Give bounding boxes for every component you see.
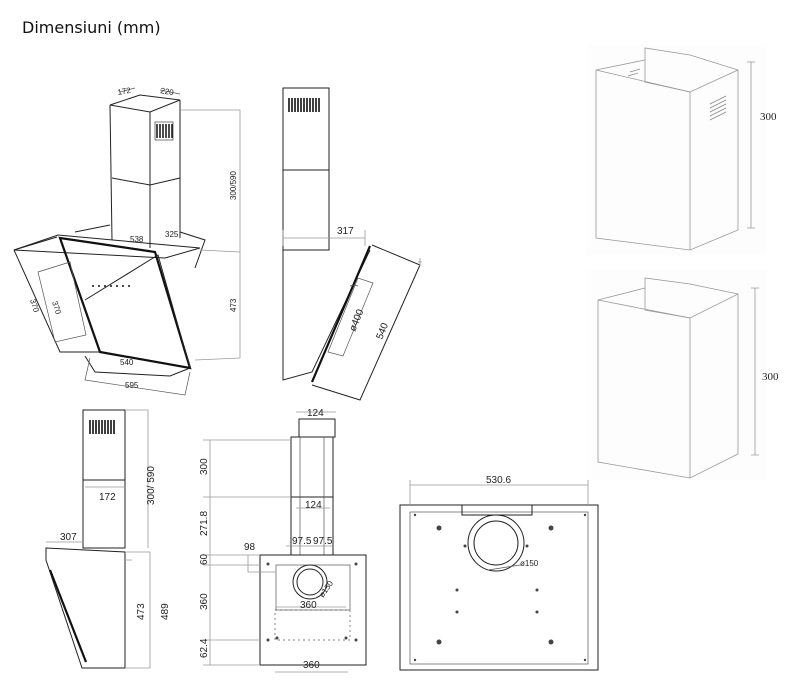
dim-370-b: 370 — [50, 300, 63, 316]
dim-150: ø150 — [520, 559, 539, 568]
dim-473: 473 — [136, 603, 147, 620]
dim-124-top: 124 — [307, 408, 324, 419]
dim-360-vertical: 360 — [199, 593, 210, 610]
dim-400: ø400 — [348, 307, 367, 333]
dim-300: 300 — [760, 111, 777, 123]
dim-62-4: 62.4 — [199, 638, 210, 658]
page-title: Dimensiuni (mm) — [22, 18, 161, 37]
dim-97-5-a: 97.5 — [292, 536, 312, 547]
dim-360-b: 360 — [303, 660, 320, 671]
dim-595: 595 — [125, 381, 139, 390]
dim-317: 317 — [337, 226, 354, 237]
chimney-upper: 300 — [587, 45, 777, 255]
dim-98: 98 — [244, 542, 256, 553]
view-side-detail: 172 300/ 590 307 473 489 — [45, 409, 171, 669]
dim-300: 300 — [199, 458, 210, 475]
dim-220: 220 — [160, 86, 175, 97]
dim-325: 325 — [165, 230, 179, 239]
dim-489: 489 — [160, 603, 171, 620]
view-top: 530.6 ø150 — [399, 475, 599, 671]
dim-540: 540 — [375, 321, 392, 341]
dim-300: 300 — [762, 371, 779, 383]
view-side: 317 ø400 540 — [282, 87, 422, 401]
dim-97-5-b: 97.5 — [313, 536, 333, 547]
vent-grille-icon — [709, 95, 727, 121]
view-front: 124 124 300 271.8 60 98 97.5 97.5 360 36… — [199, 408, 367, 673]
dim-172: 172 — [99, 492, 116, 503]
view-perspective: 172 220 300/590 538 325 473 370 370 540 … — [13, 86, 241, 396]
dim-124-mid: 124 — [305, 500, 322, 511]
dim-307: 307 — [60, 532, 77, 543]
dim-473: 473 — [229, 298, 238, 312]
dim-360-a: 360 — [300, 600, 317, 611]
dim-150: ø150 — [317, 579, 335, 600]
vent-grille-icon — [288, 98, 320, 112]
dim-538: 538 — [130, 235, 144, 244]
dim-370-a: 370 — [28, 298, 41, 314]
vent-grille-icon — [154, 121, 174, 141]
dim-60: 60 — [199, 553, 210, 565]
dim-540: 540 — [120, 358, 134, 367]
dim-172: 172 — [117, 86, 132, 97]
dim-300-590: 300/ 590 — [146, 466, 157, 505]
vent-grille-icon — [89, 420, 115, 434]
chimney-lower: 300 — [587, 270, 779, 480]
dim-300-590: 300/590 — [229, 171, 238, 200]
dim-530-6: 530.6 — [486, 475, 511, 486]
dim-271-8: 271.8 — [199, 511, 210, 536]
